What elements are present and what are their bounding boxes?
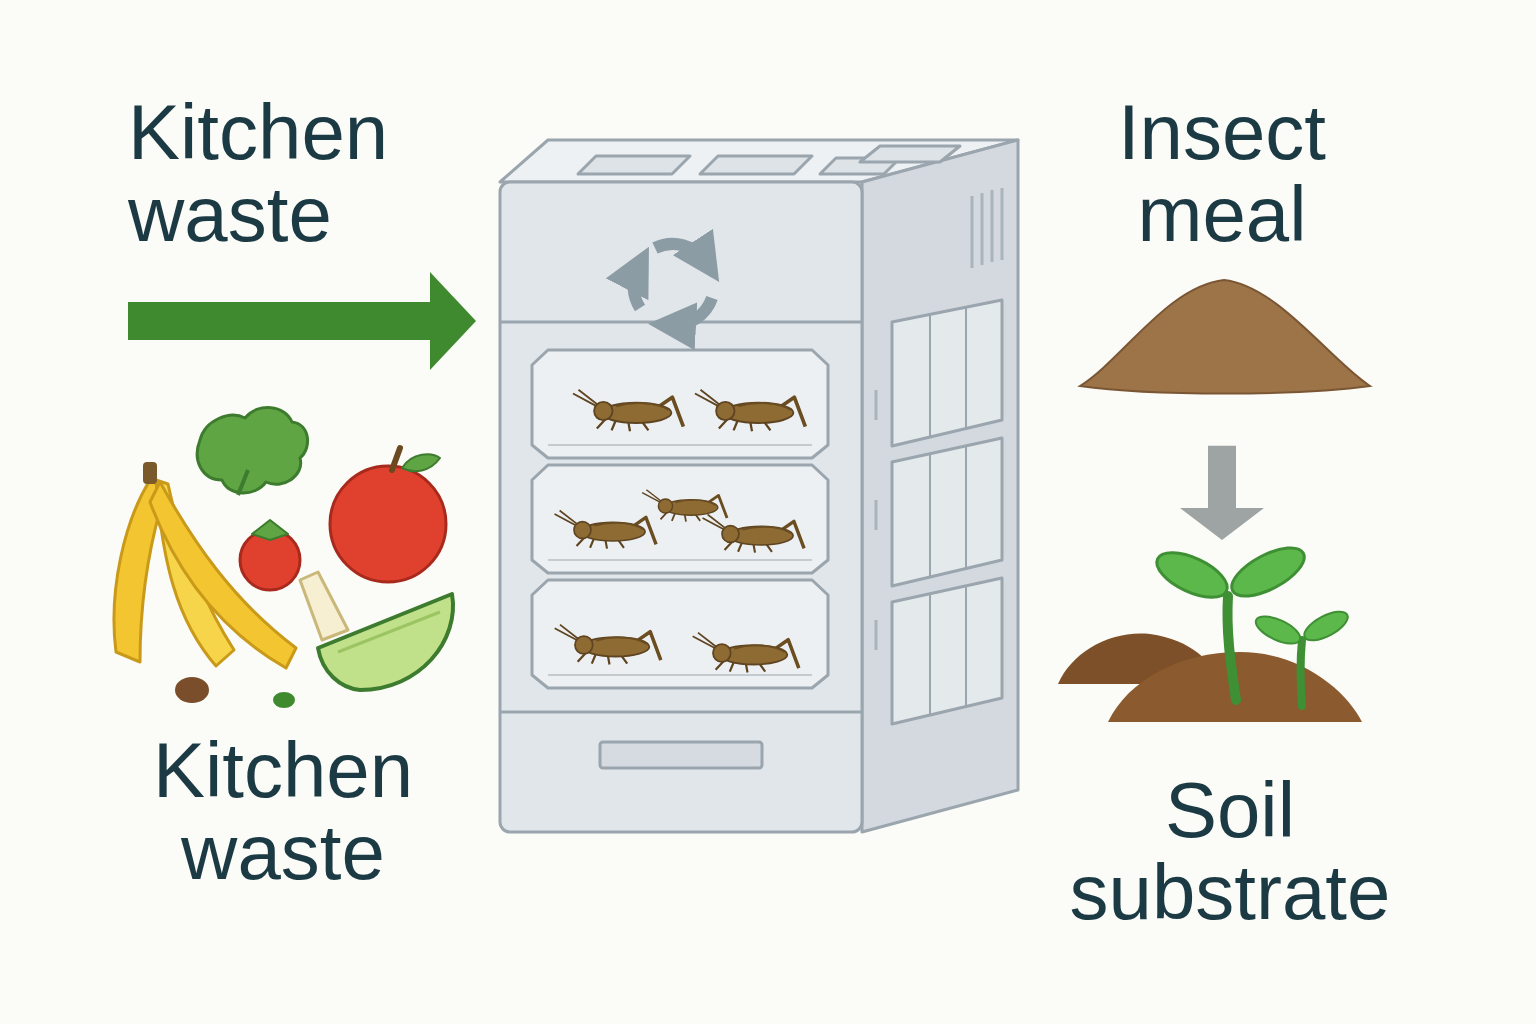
insect-farm-machine [981, 193, 984, 265]
insect-farm-machine [548, 674, 812, 676]
insect-farm-machine [971, 196, 974, 268]
soil-with-seedlings [1300, 606, 1352, 646]
crickets [573, 390, 683, 431]
soil-substrate-group: Soil substrate [1050, 540, 1410, 934]
food-scraps [338, 612, 440, 652]
insect-farm-machine [930, 307, 966, 716]
crickets [555, 511, 657, 549]
recycle-symbol [655, 244, 706, 262]
insect-farm-machine [548, 559, 812, 561]
crickets [555, 390, 806, 673]
insect-farm-machine [875, 390, 878, 650]
insect-farm-machine [500, 711, 862, 714]
recycle-symbol [634, 268, 640, 308]
food-scraps [143, 462, 157, 484]
insect-farm-machine [965, 446, 967, 570]
crickets [693, 633, 799, 673]
input-arrow [430, 272, 476, 370]
insect-farm-machine [892, 438, 1002, 586]
food-scraps [238, 470, 248, 495]
input-arrow [128, 272, 476, 370]
food-scraps [402, 454, 440, 471]
food-scraps [114, 407, 453, 708]
insect-farm-machine [892, 300, 1002, 446]
insect-farm-machine [862, 140, 1018, 832]
arrow-shaft [1208, 446, 1236, 510]
recycle-symbol [672, 298, 712, 325]
insect-farm-machine [972, 188, 1002, 268]
food-waste-group: Kitchen waste [93, 395, 473, 894]
input-arrow [128, 302, 432, 340]
node-label: Kitchen waste [153, 730, 413, 894]
insect-farm-machine [929, 594, 931, 716]
insect-farm-machine [929, 314, 931, 438]
crickets [555, 625, 661, 665]
insect-farm-machine [965, 586, 967, 708]
insect-farm-machine [1001, 188, 1004, 260]
insect-farm-machine [892, 578, 1002, 724]
insect-farm-machine [578, 156, 690, 174]
arrow-head [1180, 508, 1264, 540]
soil-with-seedlings [1150, 544, 1233, 607]
node-label: Soil substrate [1070, 770, 1391, 934]
free-label: Kitchen waste [128, 92, 388, 256]
crickets [642, 490, 727, 522]
soil-with-seedlings [1227, 596, 1236, 700]
food-scraps [273, 692, 295, 708]
flow-arrow [1180, 446, 1264, 540]
soil-with-seedlings [1252, 611, 1304, 649]
soil-with-seedlings [1301, 640, 1303, 706]
insect-meal-pile [1080, 280, 1370, 394]
food-scraps [300, 572, 348, 640]
crickets [703, 515, 805, 553]
soil-with-seedlings [1225, 538, 1312, 606]
food-scraps [330, 466, 446, 582]
insect-meal-group: Insect meal [1062, 92, 1382, 446]
insect-farm-machine [929, 454, 931, 578]
food-scraps [392, 448, 400, 470]
food-scraps [197, 407, 307, 493]
insect-farm-machine [991, 190, 994, 262]
food-scraps [318, 594, 453, 690]
node-label: Insect meal [1118, 92, 1326, 256]
insect-farm-machine [875, 500, 878, 530]
insect-farm-machine [532, 350, 828, 458]
insect-farm-machine [965, 307, 967, 430]
insect-farm-machine [700, 156, 812, 174]
food-scraps [252, 520, 288, 540]
insect-farm-machine [532, 465, 828, 573]
soil-with-seedlings [1058, 538, 1362, 722]
insect-farm-machine [532, 580, 828, 688]
crickets [695, 390, 805, 431]
insect-farm-machine [548, 445, 812, 675]
insect-meal-pile [1080, 280, 1370, 394]
insect-farm-machine [500, 140, 1018, 832]
insect-farm-machine [600, 742, 762, 768]
insect-farm-machine [548, 444, 812, 446]
food-scraps [175, 677, 209, 703]
insect-farm-machine [860, 146, 960, 162]
insect-farm-machine [875, 390, 878, 420]
recycle-symbol [634, 244, 712, 325]
insect-farm-machine [500, 182, 862, 832]
insect-farm-machine [875, 620, 878, 650]
